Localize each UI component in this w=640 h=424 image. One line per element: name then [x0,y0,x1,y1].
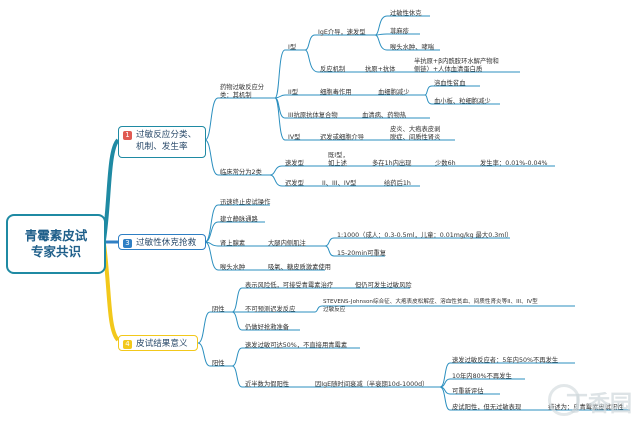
branch-label: 过敏反应分类、 [136,130,197,140]
node-delayed-type[interactable]: 迟发型 [285,180,304,187]
node-mechanism-classification-line2: 类：其机制 [220,92,252,99]
node-delayed-types[interactable]: II、III、IV型 [322,180,357,187]
node-thrombocytopenia[interactable]: 血小板、粒细胞减少 [434,98,491,105]
node-epinephrine[interactable]: 肾上腺素 [220,240,246,247]
node-dermatitis-line2: 脱症、间质性肾炎 [390,134,441,141]
node-10yr-80pct[interactable]: 10年内80%不再发生 [452,373,512,380]
node-5yr-50pct[interactable]: 速发过敏反应者：5年内50%不再发生 [452,357,559,364]
node-incidence[interactable]: 发生率：0.01%-0.04% [480,160,548,167]
branch-number-badge: 4 [123,340,132,349]
node-hapten-line2: 侧链）+人体血清蛋白质 [414,66,483,73]
node-cytopenia[interactable]: 血细胞减少 [378,89,410,96]
node-sjs[interactable]: STEVENS-Johnson综合征、大疱表皮松解症、溶血性贫血、间质性肾炎等I… [323,299,538,305]
node-reassess[interactable]: 可重新评估 [452,388,484,395]
node-type-2[interactable]: II型 [288,89,299,96]
node-ige[interactable]: IgE介导，速发型 [318,29,366,36]
node-anaphylactic-shock[interactable]: 过敏性休克 [390,10,422,17]
branch-shock-rescue[interactable]: 3 过敏性休克抢救 [118,234,206,250]
root-node[interactable]: 青霉素皮试 专家共识 [6,214,106,274]
node-type-3[interactable]: III抗原抗体复合物 [288,112,338,119]
node-type-4[interactable]: IV型 [288,134,301,141]
root-title-line2: 专家共识 [30,244,81,259]
node-antigen-antibody[interactable]: 抗原+抗体 [365,66,396,73]
node-unpredictable-delayed[interactable]: 不可预测迟发反应 [245,306,296,313]
node-still-allergy-risk[interactable]: 但仍可发生过敏风险 [355,282,412,289]
node-mechanism-classification[interactable]: 药物过敏反应分 [220,84,265,91]
node-oxygen-steroid[interactable]: 吸氧、糖皮质激素使用 [268,264,331,271]
node-after-1h[interactable]: 给药后1h [384,180,411,187]
node-urticaria[interactable]: 荨麻疹 [390,28,409,35]
node-repeat-dose[interactable]: 15-20min可重复 [337,250,387,257]
node-immediate-desc[interactable]: 既I型， [328,152,349,159]
node-dose[interactable]: 1:1000（成人：0.3-0.5ml，儿童：0.01mg/kg 最大0.3ml… [337,232,513,239]
node-thigh-im[interactable]: 大腿内侧肌注 [268,240,306,247]
node-iv-access[interactable]: 建立静脉通路 [220,216,258,223]
node-stop-test[interactable]: 迅速终止皮试操作 [220,199,271,206]
root-title-line1: 青霉素皮试 [24,228,88,243]
watermark-logo-icon [548,384,580,416]
branch-number-badge: 1 [123,131,132,140]
node-hemolytic-anemia[interactable]: 溶血性贫血 [434,80,466,87]
node-few-6h[interactable]: 少数6h [435,160,456,167]
node-describe-as[interactable]: 描述为：皮青霉素皮试阳性 [548,404,624,411]
node-sjs-line2: 过敏反应 [323,307,346,313]
branch-number-badge: 3 [123,239,132,248]
node-dermatitis[interactable]: 皮炎、大疱表皮剥 [390,126,441,133]
branch-label: 皮试结果意义 [136,339,188,349]
node-clinical-types[interactable]: 临床常分为2类 [220,169,262,176]
branch-label: 机制、发生率 [136,142,188,152]
node-immediate-type[interactable]: 速发型 [285,160,304,167]
branch-allergy-classification[interactable]: 1 过敏反应分类、 机制、发生率 [118,126,206,158]
node-hapten[interactable]: 半抗原+β内酰胺环水解产物和 [414,58,499,65]
node-delayed-mediated[interactable]: 迟发或细胞介导 [320,134,365,141]
watermark: 丁香园 [565,392,632,417]
branch-test-result-meaning[interactable]: 4 皮试结果意义 [118,335,198,351]
node-immediate-50pct[interactable]: 速发过敏可达50%，不直接用青霉素 [245,342,348,349]
node-positive-no-allergy[interactable]: 皮试阳性，但无过敏表现 [452,404,522,411]
node-low-risk[interactable]: 表示风险低，可接受青霉素治疗 [245,282,334,289]
node-laryngeal-asthma[interactable]: 喉头水肿、哮喘 [390,44,435,51]
node-ige-decline[interactable]: 因IgE随时间衰减（半衰期10d-1000d） [315,381,429,388]
node-onset-1h[interactable]: 多在1h内出现 [372,160,412,167]
node-negative[interactable]: 阴性 [212,306,225,313]
node-false-positive[interactable]: 近半数为假阳性 [245,381,290,388]
node-serum-sickness[interactable]: 血清病、药物热 [362,112,407,119]
node-positive[interactable]: 阳性 [212,360,225,367]
node-reaction-mechanism[interactable]: 反应机制 [320,66,346,73]
branch-label: 过敏性休克抢救 [136,238,197,248]
node-prepare-rescue[interactable]: 仍做好抢救准备 [245,324,290,331]
node-type-1[interactable]: I型 [288,44,297,51]
node-laryngeal-edema[interactable]: 喉头水肿 [220,264,246,271]
node-cytotoxic[interactable]: 细胞毒作用 [320,89,352,96]
node-immediate-desc-line2: 如上述 [328,160,347,167]
